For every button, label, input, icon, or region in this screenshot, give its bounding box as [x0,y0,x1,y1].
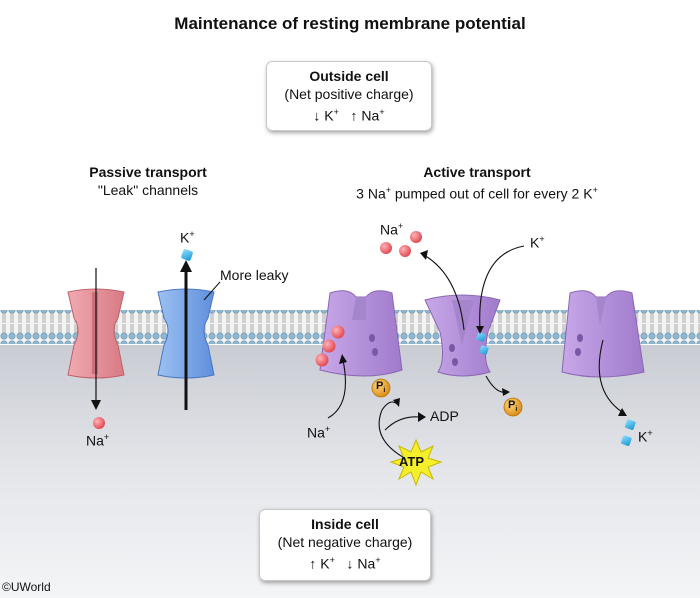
copyright-text: ©UWorld [2,580,51,594]
inside-na-change: ↓ Na [346,555,376,572]
na-leak-label-text: Na [86,432,104,449]
outside-k-plus: + [333,107,339,117]
active-sub-plus-1: + [385,185,391,195]
outside-heading: Outside cell [309,68,389,84]
k-in-label-text: K [530,234,540,251]
atp-label: ATP [399,454,425,469]
inside-heading: Inside cell [311,516,379,532]
pi-label-2: P [508,399,516,411]
adp-label: ADP [430,408,459,424]
outside-na-change: ↑ Na [350,107,380,124]
k-in-plus: + [539,234,545,244]
k-in-label: K+ [530,234,545,251]
na-out-label-text: Na [380,221,398,238]
more-leaky-label: More leaky [220,267,289,283]
pi-label-1: P [376,380,384,392]
outside-na-plus: + [379,107,385,117]
k-leak-label: K+ [180,229,195,246]
na-leak-label: Na+ [86,432,109,449]
pi-sub-1: i [383,387,386,395]
page-title: Maintenance of resting membrane potentia… [174,14,526,33]
active-heading: Active transport [423,164,531,180]
na-in-label: Na+ [307,424,330,441]
inside-subtitle: (Net negative charge) [277,534,413,550]
outside-ion-changes: ↓ K+ ↑ Na+ [275,103,423,125]
passive-transport-header: Passive transport "Leak" channels [58,163,238,199]
inside-ion-changes: ↑ K+ ↓ Na+ [268,551,422,573]
outside-cell-box: Outside cell (Net positive charge) ↓ K+ … [266,61,432,131]
k-released-label: K+ [638,428,653,445]
active-transport-header: Active transport 3 Na+ pumped out of cel… [322,163,632,203]
atp-burst [389,438,443,487]
passive-subheading: "Leak" channels [97,182,199,198]
na-leak-plus: + [103,432,110,442]
k-leak-label-text: K [180,229,190,246]
active-subheading-b: pumped out of cell for every 2 K [391,185,593,202]
k-leak-plus: + [189,229,195,239]
na-out-label: Na+ [380,221,403,238]
active-sub-plus-2: + [592,185,598,195]
outside-k-change: ↓ K [313,107,334,124]
phosphate-label-2: Pi [508,399,517,413]
k-released-label-text: K [638,428,648,445]
inside-k-plus: + [329,555,335,565]
phosphate-label-1: Pi [376,380,385,394]
na-out-plus: + [397,221,404,231]
pi-sub-2: i [515,406,518,414]
k-released-plus: + [647,428,653,438]
passive-heading: Passive transport [89,164,207,180]
outside-subtitle: (Net positive charge) [284,86,414,102]
inside-k-change: ↑ K [309,555,330,572]
active-subheading: 3 Na+ pumped out of cell for every 2 K+ [322,181,632,203]
na-in-plus: + [324,424,331,434]
inside-na-plus: + [375,555,381,565]
na-in-label-text: Na [307,424,325,441]
sodium-potassium-pump-3 [561,290,645,378]
sodium-potassium-pump-1 [315,290,403,377]
inside-cell-box: Inside cell (Net negative charge) ↑ K+ ↓… [259,509,431,581]
active-subheading-a: 3 Na [356,185,386,202]
